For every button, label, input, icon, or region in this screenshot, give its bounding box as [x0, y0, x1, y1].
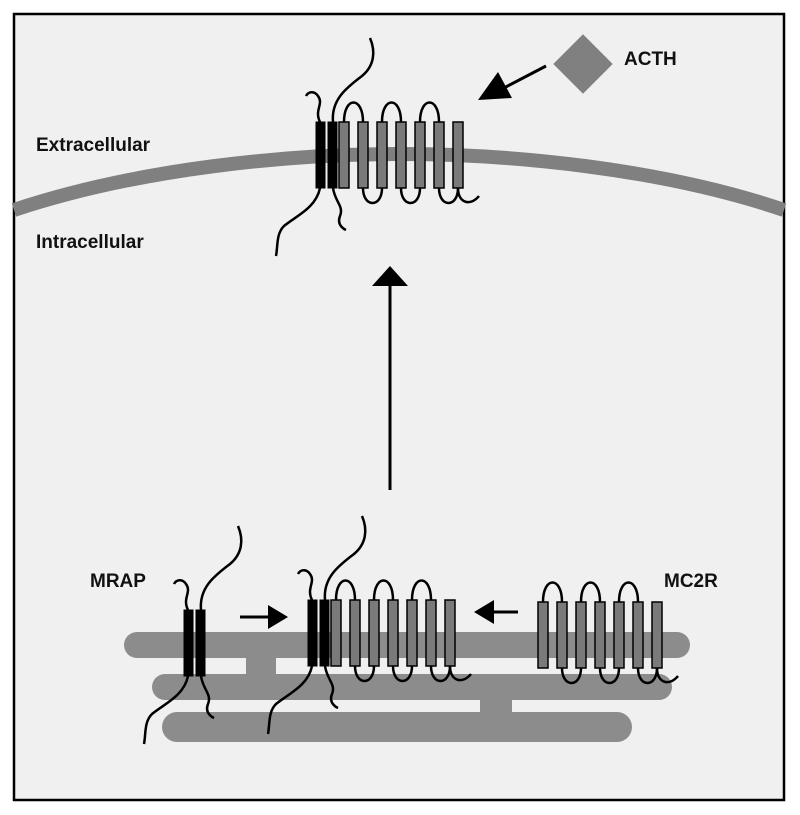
extracellular-label: Extracellular — [36, 135, 151, 156]
mrap-arrowhead — [268, 605, 288, 629]
mc2r-arrowhead — [474, 600, 494, 624]
mrap-label: MRAP — [90, 571, 146, 592]
acth-diamond-icon — [553, 34, 613, 94]
trafficking-arrowhead — [372, 266, 408, 286]
acth-label: ACTH — [624, 49, 677, 70]
acth-arrowhead — [478, 72, 512, 100]
mc2r-label: MC2R — [664, 571, 718, 592]
intracellular-label: Intracellular — [36, 232, 144, 253]
acth-arrow — [499, 64, 547, 92]
